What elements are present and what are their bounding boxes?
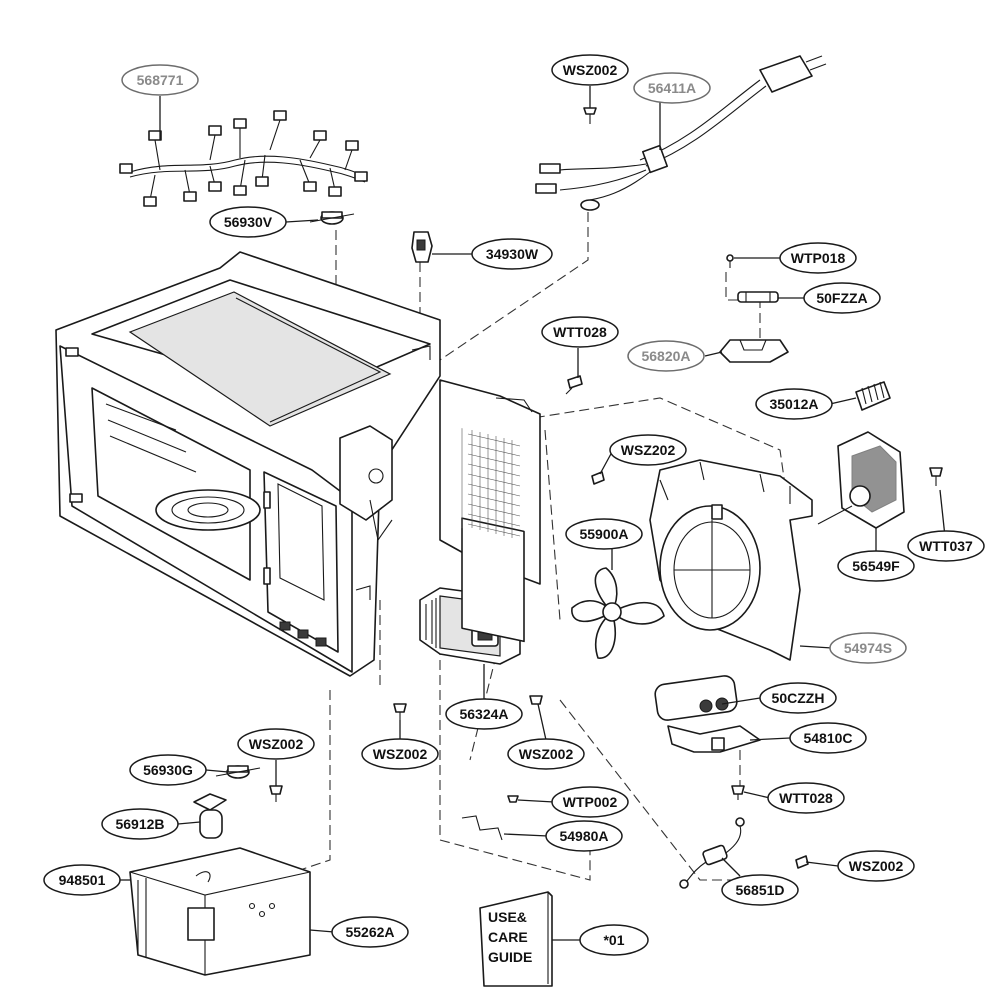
callouts: 568771 56930V 34930W WSZ002 56411A WTP01… xyxy=(43,54,985,956)
callout-WTT037: WTT037 xyxy=(907,530,985,562)
svg-text:56930G: 56930G xyxy=(143,762,193,778)
svg-text:56851D: 56851D xyxy=(735,882,784,898)
callout-WTP018: WTP018 xyxy=(779,242,857,274)
svg-text:54980A: 54980A xyxy=(559,828,608,844)
use-and-care-guide: USE& CARE GUIDE xyxy=(479,891,553,987)
svg-text:56324A: 56324A xyxy=(459,706,508,722)
callout-56549F: 56549F xyxy=(837,550,915,582)
svg-text:WTT028: WTT028 xyxy=(779,790,833,806)
screw-wtt028-bottom xyxy=(731,785,745,800)
callout-56851D: 56851D xyxy=(721,874,799,906)
thermostat-bottom xyxy=(215,765,261,779)
screw-wsz202 xyxy=(591,471,605,485)
callout-WSZ002-mid-left: WSZ002 xyxy=(361,738,439,770)
callout-56411A: 56411A xyxy=(633,72,711,104)
callout-56912B: 56912B xyxy=(101,808,179,840)
svg-text:948501: 948501 xyxy=(59,872,106,888)
screw-wtt028-top xyxy=(565,375,583,395)
fuse xyxy=(737,291,779,303)
svg-text:WTT028: WTT028 xyxy=(553,324,607,340)
screw-bottom-left xyxy=(269,785,283,802)
svg-text:WTT037: WTT037 xyxy=(919,538,973,554)
callout-55900A: 55900A xyxy=(565,518,643,550)
fuse-holder xyxy=(719,339,789,363)
callout-34930W: 34930W xyxy=(471,238,553,270)
thermostat-top xyxy=(309,211,355,225)
capacitor xyxy=(654,675,738,721)
lamp-socket xyxy=(193,793,227,839)
screw-wtp002 xyxy=(507,795,519,803)
diode xyxy=(855,381,891,411)
callout-568771: 568771 xyxy=(121,64,199,96)
svg-text:56930V: 56930V xyxy=(224,214,273,230)
callout-01: *01 xyxy=(579,924,649,956)
svg-text:50CZZH: 50CZZH xyxy=(772,690,825,706)
noise-filter xyxy=(679,817,745,889)
fan-bracket xyxy=(649,459,813,661)
svg-text:56549F: 56549F xyxy=(852,558,900,574)
callout-WSZ002-bottom-left: WSZ002 xyxy=(237,728,315,760)
oven-cavity xyxy=(55,251,541,677)
svg-text:56411A: 56411A xyxy=(648,80,696,96)
manual-line-2: CARE xyxy=(488,929,528,945)
callout-50CZZH: 50CZZH xyxy=(759,682,837,714)
svg-text:56820A: 56820A xyxy=(641,348,690,364)
wire-harness xyxy=(119,110,368,207)
callout-WSZ002-bottom-right: WSZ002 xyxy=(837,850,915,882)
callout-35012A: 35012A xyxy=(755,388,833,420)
svg-text:WTP002: WTP002 xyxy=(563,794,618,810)
svg-text:WSZ002: WSZ002 xyxy=(563,62,618,78)
callout-WSZ202: WSZ202 xyxy=(609,434,687,466)
callout-54974S: 54974S xyxy=(829,632,907,664)
svg-text:54810C: 54810C xyxy=(803,730,852,746)
callout-50FZZA: 50FZZA xyxy=(803,282,881,314)
callout-948501: 948501 xyxy=(43,864,121,896)
callout-54980A: 54980A xyxy=(545,820,623,852)
screw-mid-right xyxy=(529,695,543,705)
svg-text:WSZ202: WSZ202 xyxy=(621,442,676,458)
transformer xyxy=(129,847,311,976)
capacitor-bracket xyxy=(667,725,761,753)
callout-56930V: 56930V xyxy=(209,206,287,238)
manual-line-1: USE& xyxy=(488,909,527,925)
svg-text:WTP018: WTP018 xyxy=(791,250,846,266)
callout-54810C: 54810C xyxy=(789,722,867,754)
callout-WTT028-bottom: WTT028 xyxy=(767,782,845,814)
manual-line-3: GUIDE xyxy=(488,949,532,965)
callout-WTP002: WTP002 xyxy=(551,786,629,818)
callout-55262A: 55262A xyxy=(331,916,409,948)
svg-text:55900A: 55900A xyxy=(579,526,628,542)
svg-text:55262A: 55262A xyxy=(345,924,394,940)
spring xyxy=(461,815,503,841)
screw-top xyxy=(583,107,597,124)
callout-56930G: 56930G xyxy=(129,754,207,786)
screw-bottom-right xyxy=(795,855,809,869)
screw-wtp018 xyxy=(726,254,734,268)
svg-text:50FZZA: 50FZZA xyxy=(816,290,867,306)
callout-WSZ002-top: WSZ002 xyxy=(551,54,629,86)
screw-wtt037 xyxy=(929,467,943,486)
svg-text:WSZ002: WSZ002 xyxy=(849,858,904,874)
power-cord xyxy=(535,55,827,211)
fan-blade xyxy=(571,567,665,659)
svg-text:WSZ002: WSZ002 xyxy=(519,746,574,762)
svg-text:568771: 568771 xyxy=(137,72,184,88)
screw-mid-left xyxy=(393,703,407,720)
svg-text:*01: *01 xyxy=(603,932,624,948)
callout-WSZ002-mid-right: WSZ002 xyxy=(507,738,585,770)
svg-text:35012A: 35012A xyxy=(769,396,818,412)
fan-motor xyxy=(817,431,905,529)
svg-text:WSZ002: WSZ002 xyxy=(249,736,304,752)
svg-text:34930W: 34930W xyxy=(486,246,539,262)
callout-leaders xyxy=(120,86,947,941)
latch-part xyxy=(411,231,433,263)
callout-56324A: 56324A xyxy=(445,698,523,730)
svg-text:56912B: 56912B xyxy=(115,816,164,832)
svg-text:54974S: 54974S xyxy=(844,640,892,656)
svg-text:WSZ002: WSZ002 xyxy=(373,746,428,762)
screws xyxy=(269,107,943,869)
callout-56820A: 56820A xyxy=(627,340,705,372)
callout-WTT028-top: WTT028 xyxy=(541,316,619,348)
